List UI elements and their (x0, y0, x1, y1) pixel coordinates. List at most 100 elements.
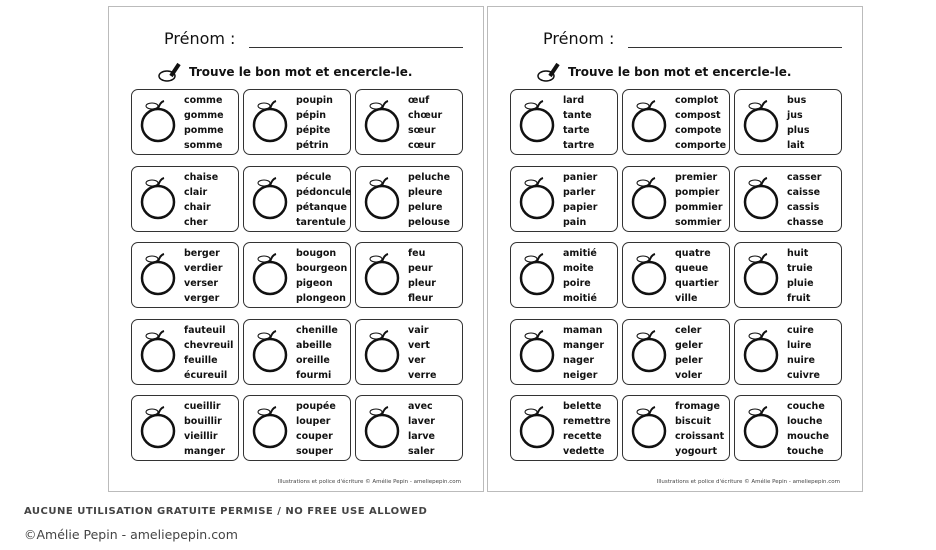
word-choice[interactable]: moitié (563, 293, 597, 304)
word-choice[interactable]: sommier (675, 216, 722, 228)
word-choice[interactable]: pelouse (408, 216, 450, 228)
word-choice[interactable]: abeille (296, 339, 332, 351)
word-choice[interactable]: pigeon (296, 278, 333, 289)
word-choice[interactable]: pain (563, 216, 587, 228)
word-choice[interactable]: ver (408, 354, 426, 366)
word-choice[interactable]: feuille (184, 354, 218, 366)
word-choice[interactable]: laver (408, 416, 435, 427)
word-choice[interactable]: cueillir (184, 401, 221, 412)
word-choice[interactable]: fauteuil (184, 324, 226, 336)
word-choice[interactable]: caisse (787, 186, 821, 198)
word-choice[interactable]: cuire (787, 324, 814, 336)
word-choice[interactable]: chenille (296, 324, 338, 336)
word-choice[interactable]: remettre (563, 416, 611, 427)
word-choice[interactable]: plus (787, 125, 810, 136)
word-choice[interactable]: jus (787, 110, 803, 121)
word-choice[interactable]: voler (675, 369, 703, 381)
word-choice[interactable]: ville (675, 293, 698, 304)
word-choice[interactable]: cuivre (787, 369, 820, 381)
word-choice[interactable]: cœur (408, 140, 436, 151)
word-choice[interactable]: verre (408, 369, 437, 381)
word-choice[interactable]: nuire (787, 354, 815, 366)
word-choice[interactable]: pelure (408, 201, 443, 213)
word-choice[interactable]: recette (563, 431, 602, 442)
word-choice[interactable]: parler (563, 186, 596, 198)
word-choice[interactable]: papier (563, 201, 598, 213)
word-choice[interactable]: couche (787, 401, 825, 412)
word-choice[interactable]: poupin (296, 95, 333, 106)
word-choice[interactable]: vert (408, 339, 430, 351)
word-choice[interactable]: lait (787, 140, 805, 151)
word-choice[interactable]: chasse (787, 216, 824, 228)
word-choice[interactable]: vair (408, 324, 429, 336)
word-choice[interactable]: quartier (675, 278, 719, 289)
word-choice[interactable]: bouillir (184, 416, 222, 427)
word-choice[interactable]: mouche (787, 431, 830, 442)
name-line[interactable] (628, 47, 842, 48)
word-choice[interactable]: verdier (184, 263, 223, 274)
word-choice[interactable]: pétrin (296, 140, 329, 151)
word-choice[interactable]: manger (563, 339, 605, 351)
word-choice[interactable]: complot (675, 95, 719, 106)
word-choice[interactable]: pleur (408, 278, 436, 289)
word-choice[interactable]: croissant (675, 431, 725, 442)
word-choice[interactable]: maman (563, 324, 603, 336)
word-choice[interactable]: truie (787, 263, 813, 274)
word-choice[interactable]: pépin (296, 110, 327, 121)
word-choice[interactable]: avec (408, 401, 433, 412)
word-choice[interactable]: tante (563, 110, 592, 121)
word-choice[interactable]: verger (184, 293, 220, 304)
word-choice[interactable]: huit (787, 248, 809, 259)
word-choice[interactable]: feu (408, 248, 426, 259)
word-choice[interactable]: chœur (408, 110, 443, 121)
word-choice[interactable]: sœur (408, 125, 436, 136)
word-choice[interactable]: tarte (563, 125, 590, 136)
word-choice[interactable]: comporte (675, 140, 727, 151)
word-choice[interactable]: berger (184, 248, 220, 259)
word-choice[interactable]: pépite (296, 125, 331, 136)
word-choice[interactable]: bus (787, 95, 807, 106)
word-choice[interactable]: cassis (787, 201, 820, 213)
word-choice[interactable]: peur (408, 263, 433, 274)
word-choice[interactable]: louper (296, 416, 331, 427)
word-choice[interactable]: pleure (408, 186, 443, 198)
word-choice[interactable]: écureuil (184, 369, 228, 381)
word-choice[interactable]: queue (675, 263, 709, 274)
word-choice[interactable]: louche (787, 416, 823, 427)
word-choice[interactable]: manger (184, 446, 226, 457)
word-choice[interactable]: couper (296, 431, 333, 442)
name-line[interactable] (249, 47, 463, 48)
word-choice[interactable]: pédoncule (296, 186, 352, 198)
word-choice[interactable]: fleur (408, 293, 433, 304)
word-choice[interactable]: pomme (184, 125, 224, 136)
word-choice[interactable]: celer (675, 324, 702, 336)
word-choice[interactable]: cher (184, 216, 208, 228)
word-choice[interactable]: gomme (184, 110, 224, 121)
word-choice[interactable]: verser (184, 278, 219, 289)
word-choice[interactable]: fruit (787, 293, 811, 304)
word-choice[interactable]: quatre (675, 248, 711, 259)
word-choice[interactable]: panier (563, 171, 598, 183)
word-choice[interactable]: fourmi (296, 369, 332, 381)
word-choice[interactable]: bourgeon (296, 263, 348, 274)
word-choice[interactable]: souper (296, 446, 333, 457)
word-choice[interactable]: saler (408, 446, 435, 457)
word-choice[interactable]: chaise (184, 171, 219, 183)
word-choice[interactable]: geler (675, 339, 703, 351)
word-choice[interactable]: comme (184, 95, 223, 106)
word-choice[interactable]: neiger (563, 369, 598, 381)
word-choice[interactable]: touche (787, 446, 824, 457)
word-choice[interactable]: œuf (408, 95, 430, 106)
word-choice[interactable]: pommier (675, 201, 723, 213)
word-choice[interactable]: tartre (563, 140, 595, 151)
word-choice[interactable]: clair (184, 186, 208, 198)
word-choice[interactable]: pluie (787, 278, 814, 289)
word-choice[interactable]: compost (675, 110, 721, 121)
word-choice[interactable]: poupée (296, 401, 336, 412)
word-choice[interactable]: moite (563, 263, 594, 274)
word-choice[interactable]: premier (675, 171, 718, 183)
word-choice[interactable]: tarentule (296, 216, 346, 228)
word-choice[interactable]: belette (563, 401, 602, 412)
word-choice[interactable]: peler (675, 354, 703, 366)
word-choice[interactable]: plongeon (296, 293, 346, 304)
